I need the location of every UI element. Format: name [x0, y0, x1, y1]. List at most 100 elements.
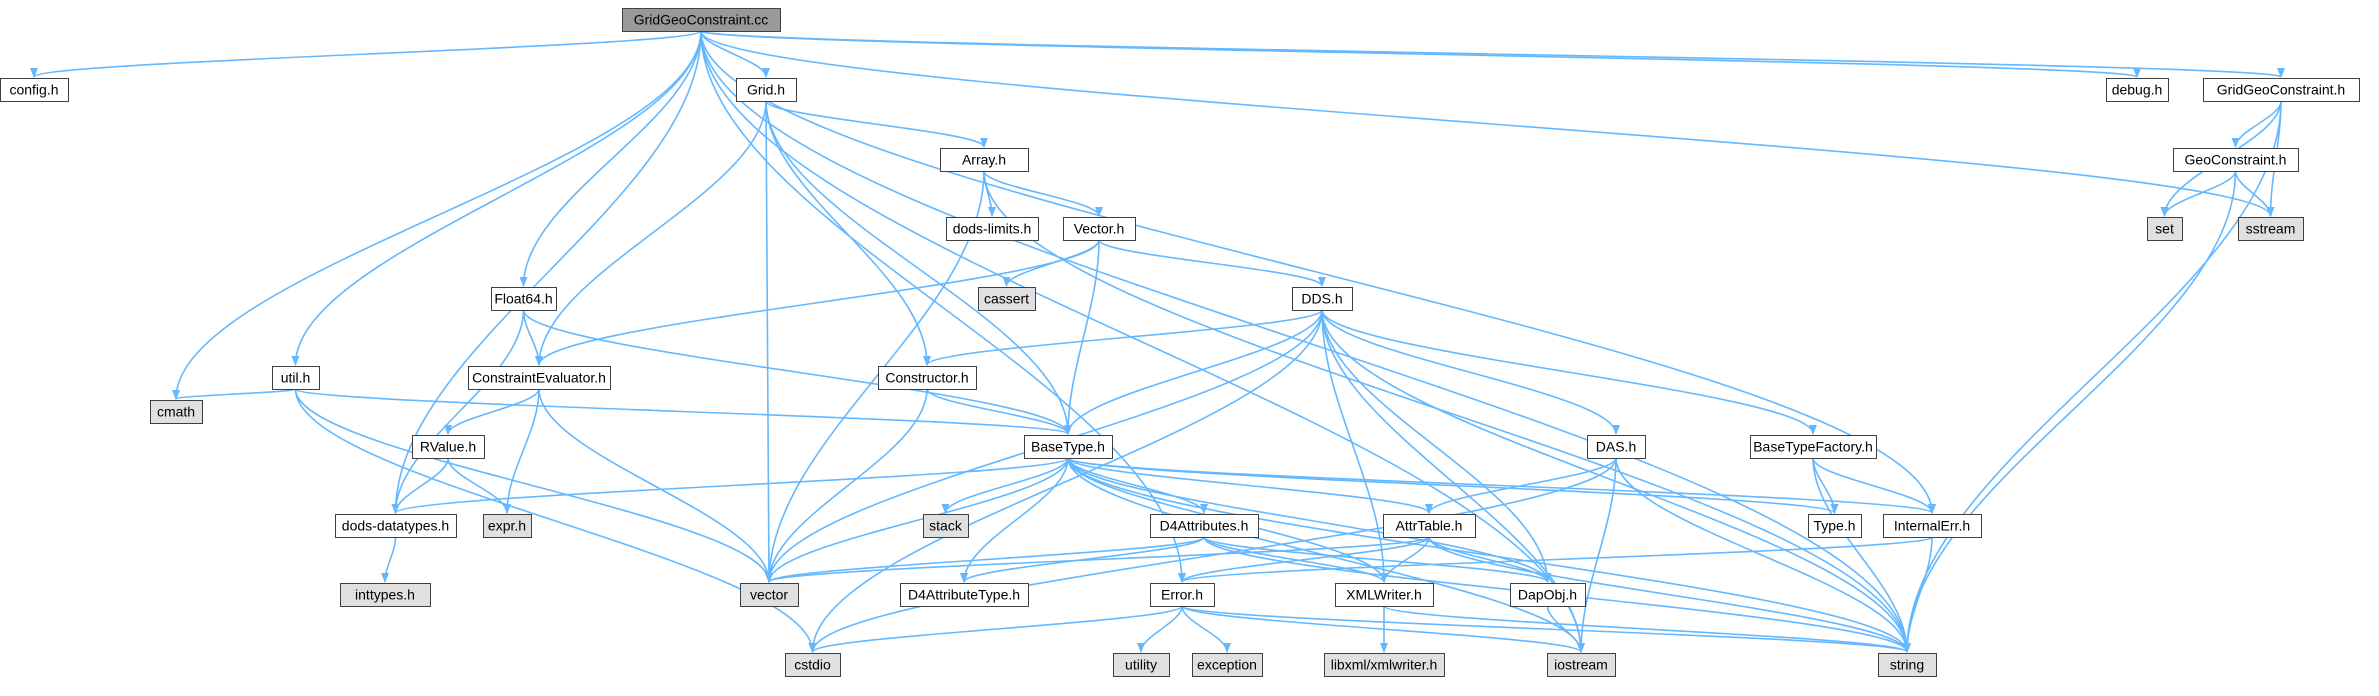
node-array[interactable]: Array.h	[940, 148, 1029, 172]
node-box	[1587, 435, 1646, 459]
edge-btf-to-string	[1812, 457, 1911, 653]
node-box	[0, 78, 69, 102]
node-d4at[interactable]: D4AttributeType.h	[900, 583, 1029, 607]
node-label: debug.h	[2112, 82, 2163, 98]
edge-root-to-interr	[700, 30, 1936, 514]
edge-ceval-to-vector	[538, 388, 773, 583]
edge-root-to-config	[30, 30, 702, 78]
node-box	[1192, 653, 1263, 677]
edge-basetype-to-d4attr	[1067, 457, 1208, 514]
node-box	[1750, 435, 1877, 459]
node-label: GridGeoConstraint.cc	[634, 12, 769, 28]
node-label: Error.h	[1161, 587, 1203, 603]
node-debug[interactable]: debug.h	[2106, 78, 2169, 102]
node-label: DDS.h	[1301, 291, 1342, 307]
node-box	[2203, 78, 2360, 102]
node-label: GridGeoConstraint.h	[2217, 82, 2345, 98]
edge-array-to-vectorh	[983, 170, 1103, 217]
edge-util-to-cstdio	[294, 388, 817, 653]
node-label: GeoConstraint.h	[2185, 152, 2287, 168]
edge-array-to-string	[983, 170, 1911, 653]
edge-attrtable-to-string	[1428, 536, 1911, 653]
edge-dds-to-xmlw	[1321, 309, 1388, 583]
node-label: InternalErr.h	[1894, 518, 1970, 534]
node-dapobj[interactable]: DapObj.h	[1510, 583, 1586, 607]
node-box	[946, 217, 1039, 241]
node-vectorh[interactable]: Vector.h	[1063, 217, 1136, 241]
edge-geoc-to-sstream	[2234, 170, 2275, 217]
node-label: utility	[1125, 657, 1157, 673]
node-box	[736, 78, 797, 102]
node-cstdio: cstdio	[785, 653, 841, 677]
node-label: ConstraintEvaluator.h	[472, 370, 606, 386]
node-ggch[interactable]: GridGeoConstraint.h	[2203, 78, 2360, 102]
edge-basetype-to-dapobj	[1067, 457, 1552, 583]
node-basetype[interactable]: BaseType.h	[1024, 435, 1113, 459]
node-box	[335, 514, 457, 538]
edge-basetype-to-string	[1067, 457, 1911, 653]
node-libxml: libxml/xmlwriter.h	[1324, 653, 1445, 677]
node-doddsdt[interactable]: dods-datatypes.h	[335, 514, 457, 538]
node-dds[interactable]: DDS.h	[1292, 287, 1353, 311]
node-box	[1383, 514, 1476, 538]
edge-d4attr-to-vector	[765, 536, 1205, 583]
node-config[interactable]: config.h	[0, 78, 69, 102]
edge-vectorh-to-dds	[1098, 239, 1326, 287]
node-box	[1292, 287, 1353, 311]
node-box	[785, 653, 841, 677]
node-box	[900, 583, 1029, 607]
node-inttypes: inttypes.h	[340, 583, 431, 607]
node-geoc[interactable]: GeoConstraint.h	[2173, 148, 2299, 172]
edge-grid-to-ceval	[535, 100, 767, 366]
node-float64[interactable]: Float64.h	[491, 287, 557, 311]
node-d4attr[interactable]: D4Attributes.h	[1150, 514, 1259, 538]
edge-grid-to-basetype	[765, 100, 1072, 435]
edge-root-to-string	[700, 30, 1911, 653]
node-grid[interactable]: Grid.h	[736, 78, 797, 102]
edge-basetype-to-attrtable	[1067, 457, 1433, 514]
node-label: inttypes.h	[355, 587, 415, 603]
node-box	[1024, 435, 1113, 459]
node-constructor[interactable]: Constructor.h	[878, 366, 977, 390]
node-box	[1150, 583, 1215, 607]
edge-basetype-to-vector	[765, 457, 1069, 583]
node-label: string	[1890, 657, 1924, 673]
edge-root-to-cmath	[172, 30, 702, 400]
node-expr: expr.h	[483, 514, 532, 538]
edge-layer	[30, 30, 2285, 653]
edge-ceval-to-rvalue	[444, 388, 540, 435]
node-box	[923, 514, 969, 538]
edge-error-to-utility	[1137, 605, 1183, 653]
node-util[interactable]: util.h	[272, 366, 320, 390]
node-typeh[interactable]: Type.h	[1808, 514, 1862, 538]
node-das[interactable]: DAS.h	[1587, 435, 1646, 459]
edge-basetype-to-stack	[941, 457, 1069, 514]
node-xmlw[interactable]: XMLWriter.h	[1335, 583, 1434, 607]
edge-doddsdt-to-inttypes	[381, 536, 397, 583]
node-box	[1335, 583, 1434, 607]
node-label: stack	[929, 518, 963, 534]
node-box	[1324, 653, 1445, 677]
node-stack: stack	[923, 514, 969, 538]
node-label: Vector.h	[1074, 221, 1125, 237]
node-ceval[interactable]: ConstraintEvaluator.h	[468, 366, 611, 390]
node-box	[1150, 514, 1259, 538]
node-label: Type.h	[1813, 518, 1855, 534]
node-box	[1883, 514, 1982, 538]
node-interr[interactable]: InternalErr.h	[1883, 514, 1982, 538]
node-attrtable[interactable]: AttrTable.h	[1383, 514, 1476, 538]
node-utility: utility	[1113, 653, 1170, 677]
node-btf[interactable]: BaseTypeFactory.h	[1750, 435, 1877, 459]
node-doddslimits[interactable]: dods-limits.h	[946, 217, 1039, 241]
node-label: cstdio	[794, 657, 831, 673]
node-sstream: sstream	[2238, 217, 2304, 241]
edge-ceval-to-expr	[503, 388, 540, 514]
node-error[interactable]: Error.h	[1150, 583, 1215, 607]
edge-float64-to-basetype	[522, 309, 1072, 435]
node-label: util.h	[281, 370, 311, 386]
node-root[interactable]: GridGeoConstraint.cc	[622, 8, 781, 32]
node-box	[491, 287, 557, 311]
node-rvalue[interactable]: RValue.h	[412, 435, 485, 459]
edge-das-to-attrtable	[1425, 457, 1617, 514]
node-box	[340, 583, 431, 607]
